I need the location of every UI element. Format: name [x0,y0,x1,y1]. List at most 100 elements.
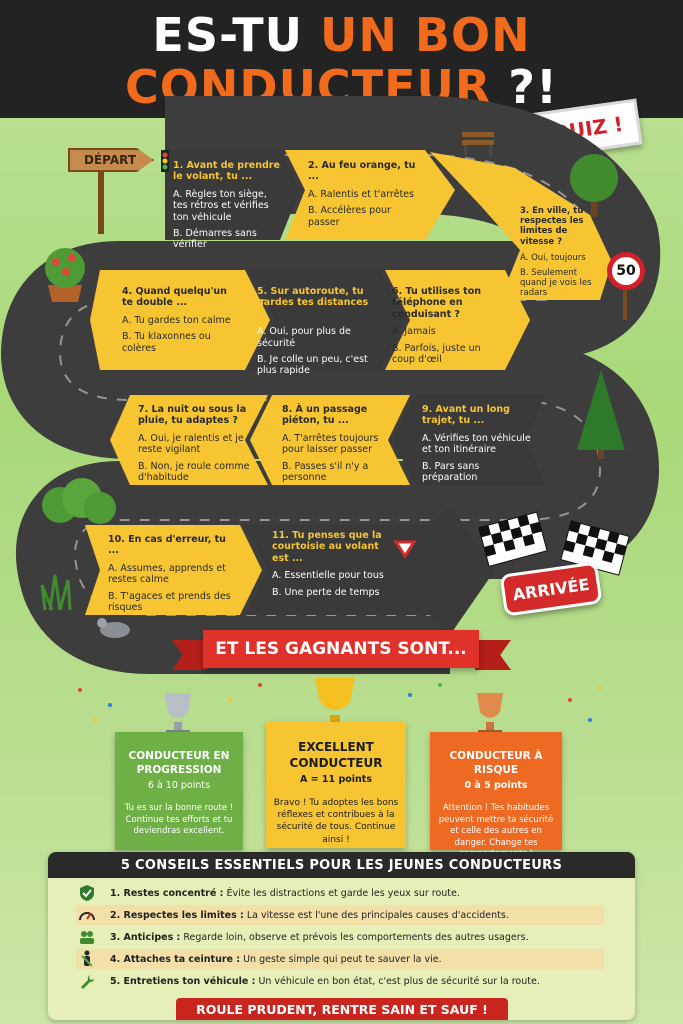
winners-banner: ET LES GAGNANTS SONT... [203,630,479,668]
answer-a: A. Oui, je ralentis et je reste vigilant [138,432,244,456]
grass-icon [40,574,72,611]
chevron-q1 [165,150,300,240]
question-9: 9. Avant un long trajet, tu ... A. Vérif… [422,404,534,488]
bench-icon [462,132,494,155]
question-text: 8. À un passage piéton, tu ... [282,404,368,427]
chevron-q6 [385,270,530,370]
answer-b: B. T'agaces et prends des risques [108,590,231,613]
answer-a: A. Essentielle pour tous [272,570,384,582]
pigeon-icon [97,618,130,638]
speed-limit-sign: 50 [607,252,645,290]
question-text: 11. Tu penses que la courtoisie au volan… [272,530,382,564]
chevron-q9 [393,395,545,485]
speedometer-icon [76,906,98,924]
tip-row-5: 5. Entretiens ton véhicule : Un véhicule… [76,971,604,991]
answer-a: A. Règles ton siège, tes rétros et vérif… [173,188,269,223]
chevron-q2 [285,150,455,240]
result-points: A = 11 points [300,774,372,786]
tip-row-3: 3. Anticipes : Regarde loin, observe et … [76,927,604,947]
checkered-flag-icon [478,511,548,567]
title-white-part: ES-TU [152,8,304,62]
chevron-q8 [250,395,410,485]
result-card-progression: CONDUCTEUR EN PROGRESSION 6 à 10 points … [115,732,243,850]
bush-icon [42,478,116,524]
answer-b: B. Passes s'il n'y a personne [282,460,369,483]
pine-tree-icon [577,370,625,459]
question-text: 10. En cas d'erreur, tu ... [108,534,226,557]
answer-b: B. Tu klaxonnes ou colères [122,331,211,354]
yield-sign-icon [393,540,417,559]
tip-label: 4. Attaches ta ceinture : [110,953,241,965]
footer-slogan: ROULE PRUDENT, RENTRE SAIN ET SAUF ! [176,998,508,1020]
tip-label: 1. Restes concentré : [110,887,224,899]
bronze-trophy-icon [477,693,503,736]
traffic-light-icon [161,150,169,172]
depart-sign: DÉPART [68,148,154,172]
result-description: Tu es sur la bonne route ! Continue tes … [124,803,234,837]
people-icon [76,928,98,946]
question-7: 7. La nuit ou sous la pluie, tu adaptes … [138,404,256,488]
answer-a: A. Vérifies ton véhicule et ton itinérai… [422,432,531,456]
tip-text: Regarde loin, observe et prévois les com… [180,931,529,943]
answer-b: B. Accélères pour passer [308,205,391,228]
title-punctuation: ?! [508,60,558,114]
chevron-q7 [110,395,268,485]
answer-b: B. Une perte de temps [272,586,380,598]
tree-icon [570,154,618,217]
tip-text: Un geste simple qui peut te sauver la vi… [240,953,442,965]
chevron-q4 [90,270,270,370]
question-4: 4. Quand quelqu'un te double ... A. Tu g… [122,286,234,359]
question-text: 5. Sur autoroute, tu gardes tes distance… [257,286,369,320]
answer-a: A. Jamais [392,326,436,338]
question-text: 6. Tu utilises ton téléphone en conduisa… [392,286,481,320]
result-title: CONDUCTEUR EN PROGRESSION [128,750,230,776]
question-6: 6. Tu utilises ton téléphone en conduisa… [392,286,500,370]
tip-row-1: 1. Restes concentré : Évite les distract… [76,883,604,903]
chevron-q11 [245,505,495,635]
answer-a: A. Ralentis et t'arrêtes [308,188,414,200]
question-5: 5. Sur autoroute, tu gardes tes distance… [257,286,373,382]
question-text: 7. La nuit ou sous la pluie, tu adaptes … [138,404,247,427]
question-text: 4. Quand quelqu'un te double ... [122,286,227,309]
question-text: 2. Au feu orange, tu ... [308,160,416,183]
checkered-flag-icon-2 [560,520,630,576]
tip-label: 2. Respectes les limites : [110,909,244,921]
signpost-pole [98,172,104,234]
result-title: CONDUCTEUR À RISQUE [449,750,543,776]
question-text: 1. Avant de prendre le volant, tu ... [173,160,280,183]
result-description: Bravo ! Tu adoptes les bons réflexes et … [273,798,399,845]
flower-pot-icon [45,248,85,302]
question-10: 10. En cas d'erreur, tu ... A. Assumes, … [108,534,232,618]
shield-check-icon [76,884,98,902]
silver-trophy-icon [165,693,191,736]
tip-text: Un véhicule en bon état, c'est plus de s… [255,975,540,987]
tip-label: 5. Entretiens ton véhicule : [110,975,256,987]
answer-b: B. Parfois, juste un coup d'œil [392,342,481,365]
tips-panel: 5 CONSEILS ESSENTIELS POUR LES JEUNES CO… [48,852,635,1020]
title-orange-part: UN BON [320,8,531,62]
result-title: EXCELLENT CONDUCTEUR [289,740,383,770]
answer-b: B. Je colle un peu, c'est plus rapide [257,353,368,377]
question-text: 3. En ville, tu respectes les limites de… [520,206,584,247]
answer-b: B. Non, je roule comme d'habitude [138,460,250,483]
result-card-risque: CONDUCTEUR À RISQUE 0 à 5 points Attenti… [430,732,562,859]
answer-a: A. Oui, toujours [520,252,586,263]
answer-a: A. Assumes, apprends et restes calme [108,562,226,586]
question-text: 9. Avant un long trajet, tu ... [422,404,510,427]
chevron-q10 [85,525,262,615]
tips-title: 5 CONSEILS ESSENTIELS POUR LES JEUNES CO… [48,852,635,878]
answer-b: B. Démarres sans vérifier [173,227,257,251]
answer-a: A. Oui, pour plus de sécurité [257,326,351,349]
question-8: 8. À un passage piéton, tu ... A. T'arrê… [282,404,394,488]
confetti-decoration [78,683,602,722]
answer-b: B. Seulement quand je vois les radars [520,267,592,299]
chevron-q5 [250,270,405,370]
result-points: 6 à 10 points [147,780,211,792]
tip-text: Évite les distractions et garde les yeux… [223,887,460,899]
answer-a: A. T'arrêtes toujours pour laisser passe… [282,432,379,456]
page-title-line1: ES-TU UN BON [0,8,683,62]
question-2: 2. Au feu orange, tu ... A. Ralentis et … [308,160,418,233]
question-3: 3. En ville, tu respectes les limites de… [520,206,602,304]
tip-row-2: 2. Respectes les limites : La vitesse es… [76,905,604,925]
